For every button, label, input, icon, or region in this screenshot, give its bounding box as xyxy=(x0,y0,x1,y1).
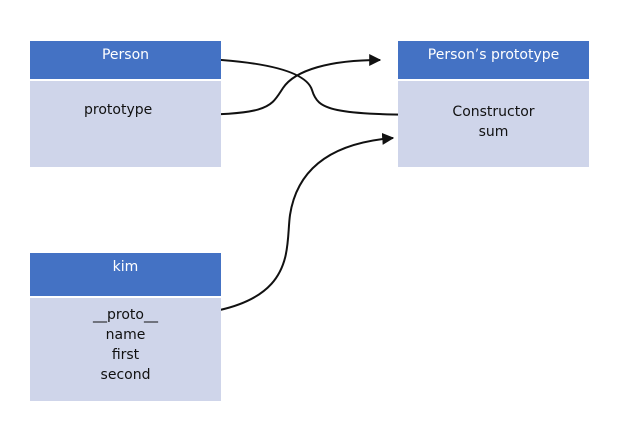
arrow-proto-to-person-prototype xyxy=(171,132,395,317)
person-body: prototype xyxy=(30,81,221,167)
prototype-field-constructor: Constructor xyxy=(452,104,535,120)
kim-box: kim __proto__ name first second xyxy=(30,253,221,401)
kim-field-first: first xyxy=(111,347,140,363)
person-box: Person prototype xyxy=(30,41,221,167)
kim-field-proto: __proto__ xyxy=(93,307,158,323)
kim-field-second: second xyxy=(100,367,151,383)
kim-body: __proto__ name first second xyxy=(30,298,221,401)
arrow-constructor-to-person xyxy=(182,52,444,116)
person-prototype-header: Person’s prototype xyxy=(398,41,589,79)
person-prototype-body: Constructor sum xyxy=(398,81,589,167)
kim-header: kim xyxy=(30,253,221,296)
person-prototype-box: Person’s prototype Constructor sum xyxy=(398,41,589,167)
kim-field-name: name xyxy=(105,327,146,343)
person-separator xyxy=(30,79,221,81)
person-header: Person xyxy=(30,41,221,79)
person-field-prototype: prototype xyxy=(84,102,153,118)
arrow-prototype-to-person-prototype xyxy=(175,54,382,116)
kim-separator xyxy=(30,296,221,298)
prototype-field-sum: sum xyxy=(478,124,509,140)
person-prototype-separator xyxy=(398,79,589,81)
